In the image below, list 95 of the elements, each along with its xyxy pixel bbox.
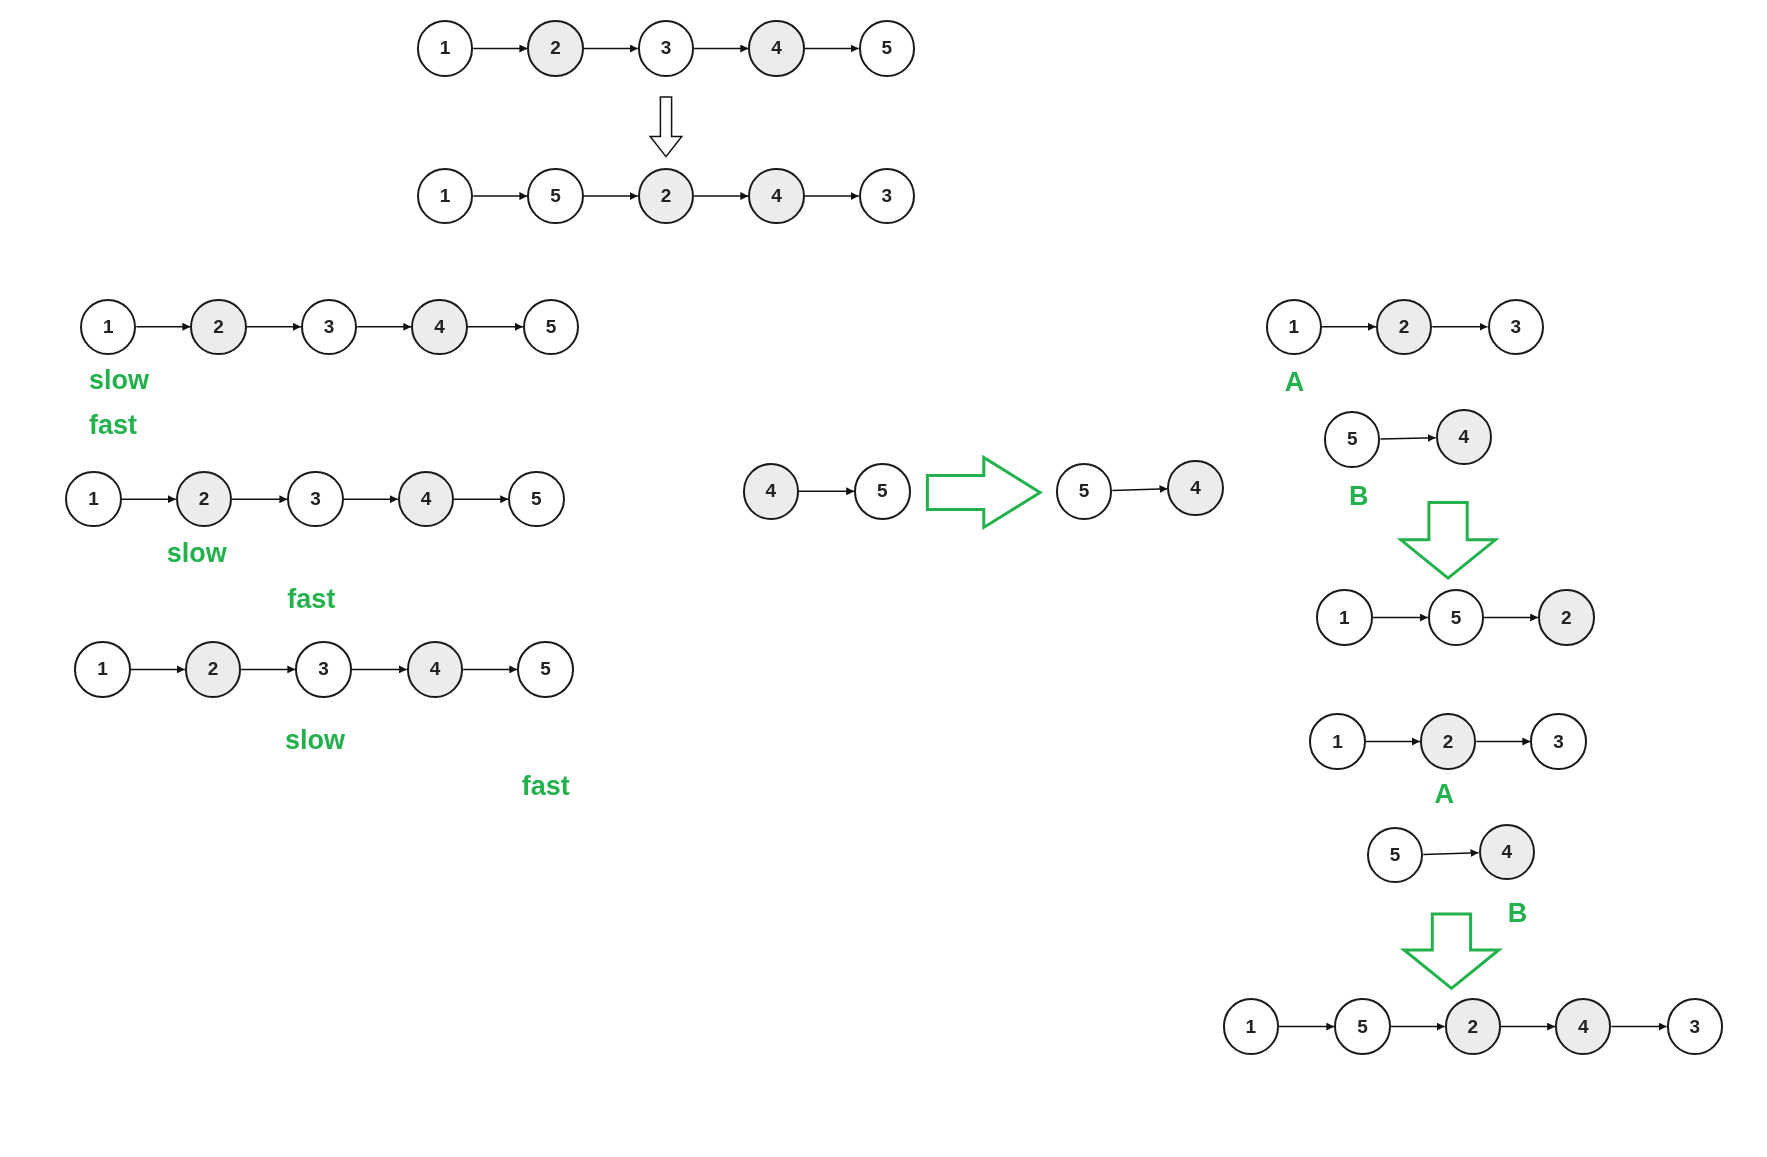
list-node-circle: 5: [1324, 411, 1381, 468]
arrow: [462, 665, 519, 674]
block-arrow: [1396, 501, 1500, 581]
list-node-circle: 4: [1478, 823, 1535, 881]
list-node-circle: 1: [416, 167, 474, 225]
list-node-circle: 3: [300, 298, 358, 355]
arrow: [1365, 737, 1421, 746]
arrow: [803, 192, 860, 201]
list-node-circle: 3: [295, 641, 352, 698]
list-node-circle: 2: [527, 20, 584, 77]
list-node-circle: 4: [411, 298, 468, 355]
list-node-circle: 3: [287, 471, 344, 528]
arrow: [1431, 322, 1489, 331]
list-node-circle: 2: [1538, 589, 1595, 646]
list-node-circle: 4: [406, 641, 464, 698]
list-node-circle: 1: [65, 471, 122, 528]
list-node-circle: 5: [522, 298, 580, 355]
arrow: [129, 665, 186, 674]
arrow: [693, 192, 750, 201]
arrow: [1321, 322, 1377, 331]
arrow: [798, 487, 855, 496]
list-node-circle: 4: [1555, 998, 1612, 1055]
pointer-label: A: [1284, 367, 1305, 399]
arrow: [693, 44, 750, 53]
arrow: [342, 495, 399, 504]
arrow: [582, 192, 639, 201]
list-node-circle: 4: [742, 463, 799, 520]
arrow: [240, 665, 297, 674]
list-node-circle: 3: [637, 20, 695, 77]
list-node-circle: 5: [1334, 998, 1391, 1055]
list-node-circle: 2: [175, 471, 233, 528]
block-arrow: [648, 96, 684, 158]
list-node-circle: 5: [527, 167, 584, 225]
list-node-circle: 2: [637, 167, 695, 225]
pointer-label: fast: [89, 410, 138, 442]
list-node-circle: 5: [1055, 463, 1113, 520]
list-node-circle: 4: [748, 167, 805, 225]
list-node-circle: 1: [1265, 298, 1322, 355]
arrow: [120, 495, 177, 504]
arrow: [453, 495, 509, 504]
list-node-circle: 4: [1435, 409, 1493, 466]
list-node-circle: 5: [858, 20, 916, 77]
arrow: [1483, 613, 1539, 622]
arrow: [1500, 1022, 1556, 1031]
arrow: [1389, 1022, 1446, 1031]
list-node-circle: 4: [748, 20, 805, 77]
list-node-circle: 1: [1316, 589, 1373, 646]
list-node-circle: 1: [1222, 998, 1280, 1055]
arrow: [350, 665, 408, 674]
arrow: [803, 44, 860, 53]
arrow: [472, 44, 529, 53]
list-node-circle: 1: [80, 298, 137, 355]
pointer-label: A: [1434, 778, 1455, 810]
list-node-circle: 5: [517, 641, 574, 698]
pointer-label: slow: [285, 724, 346, 756]
arrow: [231, 495, 289, 504]
list-node-circle: 2: [1375, 298, 1433, 355]
list-node-circle: 4: [397, 471, 455, 528]
pointer-label: B: [1507, 898, 1528, 930]
list-node-circle: 1: [416, 20, 474, 77]
list-node-circle: 2: [190, 298, 247, 355]
arrow: [1371, 613, 1429, 622]
pointer-label: B: [1348, 481, 1369, 513]
list-node-circle: 2: [1444, 998, 1502, 1055]
arrow: [1111, 485, 1169, 494]
list-node-circle: 2: [1419, 713, 1477, 770]
arrow: [1422, 849, 1480, 858]
list-node-circle: 4: [1167, 459, 1224, 517]
list-node-circle: 5: [1427, 589, 1485, 646]
list-node-circle: 3: [1530, 713, 1587, 770]
block-arrow: [1399, 912, 1504, 991]
list-node-circle: 3: [1666, 998, 1724, 1055]
pointer-label: slow: [166, 537, 227, 569]
list-node-circle: 1: [1309, 713, 1366, 770]
pointer-label: fast: [521, 770, 570, 802]
list-node-circle: 3: [858, 167, 916, 225]
list-node-circle: 1: [74, 641, 131, 698]
arrow: [466, 322, 524, 331]
arrow: [1379, 433, 1437, 442]
arrow: [582, 44, 639, 53]
block-arrow: [925, 454, 1043, 531]
list-node-circle: 5: [1366, 827, 1424, 884]
pointer-label: fast: [287, 583, 336, 615]
list-node-circle: 3: [1487, 298, 1544, 355]
arrow: [356, 322, 413, 331]
arrow: [472, 192, 529, 201]
list-node-circle: 2: [184, 641, 242, 698]
pointer-label: slow: [89, 365, 150, 397]
list-node-circle: 5: [508, 471, 565, 528]
list-node-circle: 5: [854, 463, 911, 520]
arrow: [135, 322, 192, 331]
arrow: [1278, 1022, 1336, 1031]
arrow: [1610, 1022, 1668, 1031]
arrow: [1475, 737, 1532, 746]
arrow: [246, 322, 302, 331]
